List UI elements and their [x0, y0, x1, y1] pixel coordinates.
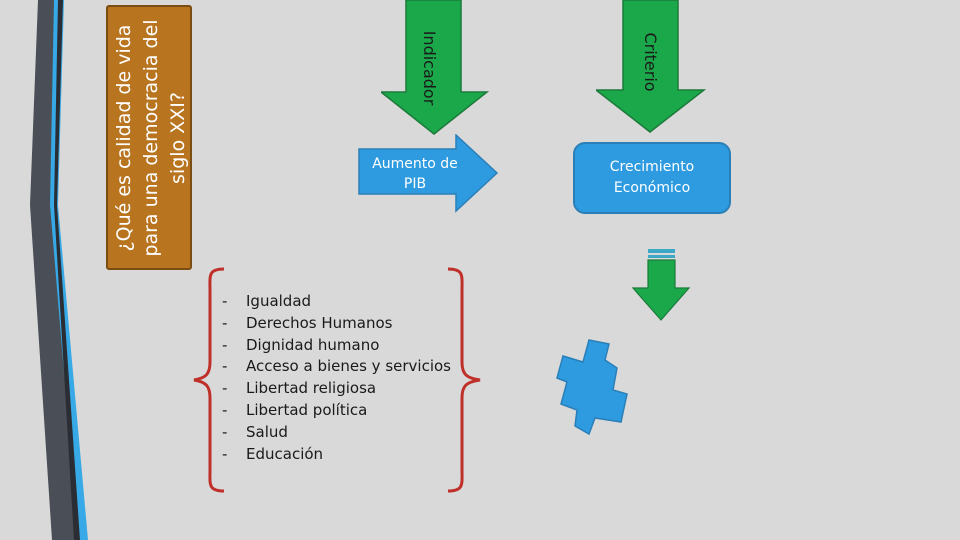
list-item-label: Libertad política — [246, 400, 368, 419]
criterio-arrow-shape — [596, 0, 706, 133]
list-item: -Igualdad — [222, 291, 451, 313]
list-item-marker: - — [222, 444, 228, 463]
list-item-marker: - — [222, 400, 228, 419]
left-brace — [193, 267, 225, 493]
indicador-arrow-shape — [381, 0, 490, 135]
list-item-marker: - — [222, 357, 228, 376]
list-item: -Dignidad humano — [222, 335, 451, 357]
list-item-marker: - — [222, 335, 228, 354]
list-item-label: Igualdad — [246, 292, 312, 310]
pib-arrow — [358, 134, 499, 213]
list-item: -Acceso a bienes y servicios — [222, 356, 451, 378]
list-item-marker: - — [222, 422, 228, 441]
crecimiento-label: Crecimiento Económico — [609, 159, 695, 196]
arrow-tab-mid — [648, 255, 675, 258]
list-item-marker: - — [222, 313, 228, 332]
page-title: ¿Qué es calidad de vida para una democra… — [112, 19, 189, 257]
values-list: -Igualdad-Derechos Humanos-Dignidad huma… — [222, 291, 451, 465]
list-item-label: Dignidad humano — [246, 335, 380, 354]
list-item-marker: - — [222, 379, 228, 398]
list-item: -Libertad política — [222, 400, 451, 422]
pib-arrow-shape — [358, 134, 499, 213]
list-item-marker: - — [222, 292, 228, 310]
pib-label: Aumento de PIB — [372, 156, 458, 192]
indicador-label: Indicador — [420, 30, 439, 106]
list-item-label: Salud — [246, 422, 288, 441]
right-brace-path — [447, 267, 481, 493]
list-item: -Derechos Humanos — [222, 313, 451, 335]
list-item: -Educación — [222, 444, 451, 466]
indicador-arrow — [381, 0, 490, 135]
blue-stripe — [50, 0, 88, 540]
list-item: -Libertad religiosa — [222, 378, 451, 400]
list-item-label: Derechos Humanos — [246, 313, 393, 332]
left-brace-path — [193, 267, 225, 493]
small-down-arrow — [631, 249, 691, 321]
small-arrow-shape — [631, 259, 691, 321]
list-item-label: Acceso a bienes y servicios — [246, 357, 451, 376]
crecimiento-box: Crecimiento Económico — [573, 142, 731, 214]
list-item: -Salud — [222, 422, 451, 444]
arrow-tab-top — [648, 249, 675, 253]
shadow-stripe — [54, 0, 80, 540]
right-brace — [447, 267, 481, 493]
title-box: ¿Qué es calidad de vida para una democra… — [106, 5, 192, 270]
list-item-label: Libertad religiosa — [246, 379, 377, 398]
puzzle-shape-path — [556, 339, 628, 436]
puzzle-shape — [556, 339, 628, 436]
criterio-label: Criterio — [641, 32, 660, 92]
list-item-label: Educación — [246, 444, 324, 463]
criterio-arrow — [596, 0, 706, 133]
